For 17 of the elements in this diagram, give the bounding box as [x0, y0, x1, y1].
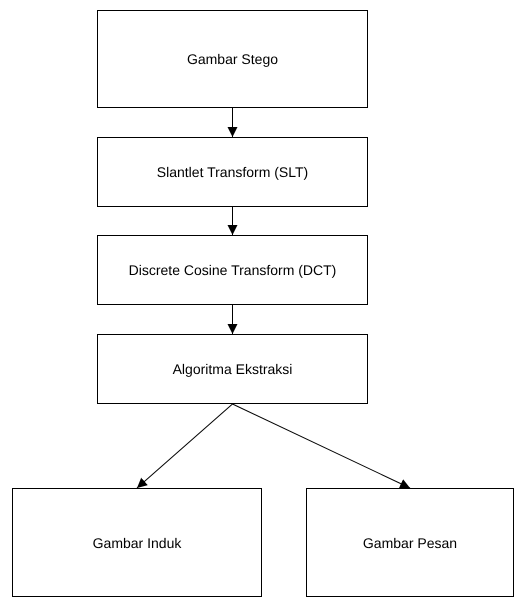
- arrow: [136, 404, 233, 488]
- box-label: Algoritma Ekstraksi: [172, 361, 292, 377]
- arrow: [232, 404, 410, 488]
- arrow: [228, 304, 238, 334]
- process-box: [306, 488, 514, 597]
- box-label: Gambar Stego: [186, 51, 278, 67]
- process-box: [97, 334, 368, 404]
- process-box: [12, 488, 262, 597]
- box-label: Gambar Pesan: [362, 534, 458, 550]
- process-box: [97, 137, 368, 207]
- box-label: Gambar Induk: [92, 534, 182, 550]
- process-box: [97, 10, 368, 108]
- box-label: Slantlet Transform (SLT): [156, 164, 308, 180]
- arrow: [228, 206, 238, 236]
- box-label: Discrete Cosine Transform (DCT): [128, 262, 336, 278]
- process-box: [97, 235, 368, 305]
- arrow: [228, 108, 238, 138]
